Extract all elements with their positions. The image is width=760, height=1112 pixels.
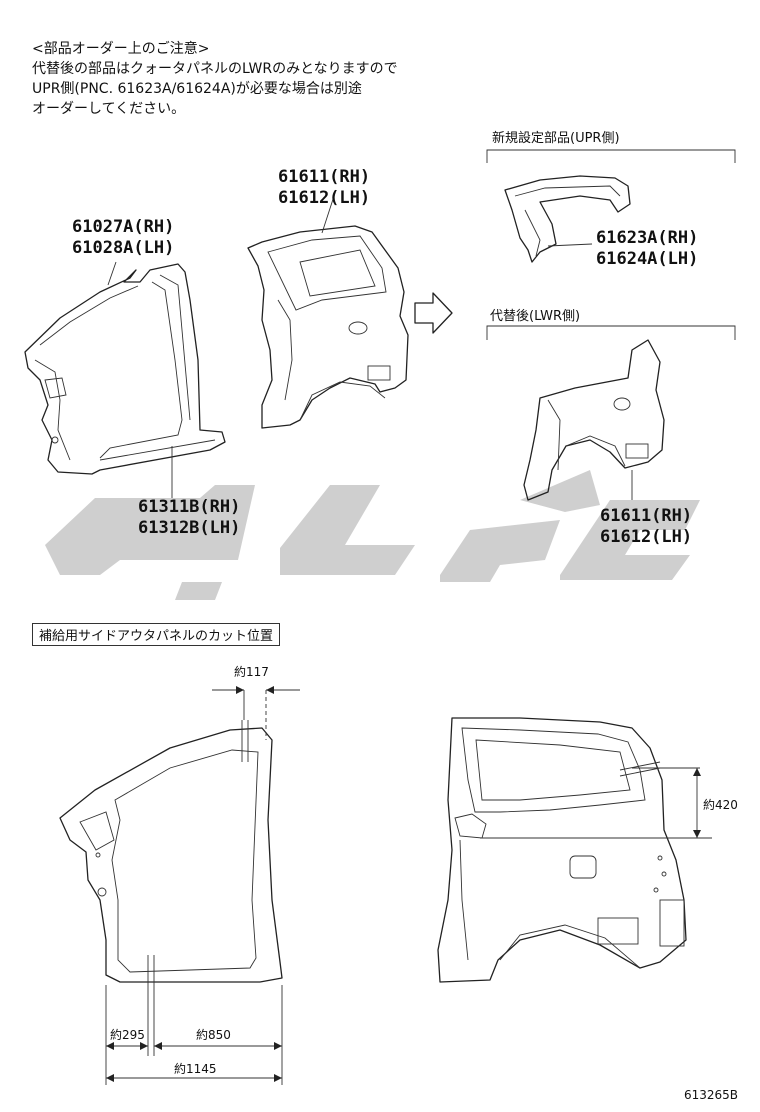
front-pillar-part-rh: 61027A(RH) — [72, 217, 175, 237]
front-pillar-drawing — [24, 261, 226, 498]
dimension-1145: 約1145 — [174, 1062, 217, 1076]
notice-line-4: オーダーしてください。 — [32, 101, 186, 117]
dimension-295: 約295 — [110, 1028, 145, 1042]
lwr-part-rh: 61611(RH) — [600, 506, 693, 526]
lwr-part-lh: 61612(LH) — [600, 527, 693, 547]
upr-section-bracket — [486, 149, 736, 163]
upr-part-rh: 61623A(RH) — [596, 228, 699, 248]
front-pillar-part-lh: 61028A(LH) — [72, 238, 175, 258]
lwr-section-bracket — [486, 325, 736, 340]
quarter-panel-part-rh: 61611(RH) — [278, 167, 371, 187]
watermark-logo — [45, 470, 700, 600]
figure-code: 613265B — [684, 1088, 739, 1102]
notice-line-2: 代替後の部品はクォータパネルのLWRのみとなりますので — [32, 61, 398, 77]
rocker-part-rh: 61311B(RH) — [138, 497, 241, 517]
dimension-117: 約117 — [234, 665, 269, 679]
upr-part-drawing — [504, 175, 631, 263]
notice-line-1: <部品オーダー上のご注意> — [32, 41, 210, 57]
section-lwr-label: 代替後(LWR側) — [490, 309, 581, 324]
quarter-panel-drawing — [247, 189, 409, 429]
cut-front-drawing — [59, 686, 300, 1085]
upr-part-lh: 61624A(LH) — [596, 249, 699, 269]
section-upr-label: 新規設定部品(UPR側) — [492, 131, 620, 146]
lwr-part-drawing — [523, 339, 665, 501]
cut-rear-drawing — [437, 717, 712, 983]
right-arrow-icon — [414, 292, 453, 334]
rocker-part-lh: 61312B(LH) — [138, 518, 241, 538]
dimension-850: 約850 — [196, 1028, 231, 1042]
quarter-panel-part-lh: 61612(LH) — [278, 188, 371, 208]
cut-position-title: 補給用サイドアウタパネルのカット位置 — [32, 623, 281, 646]
notice-line-3: UPR側(PNC. 61623A/61624A)が必要な場合は別途 — [32, 81, 362, 97]
dimension-420: 約420 — [703, 798, 738, 812]
